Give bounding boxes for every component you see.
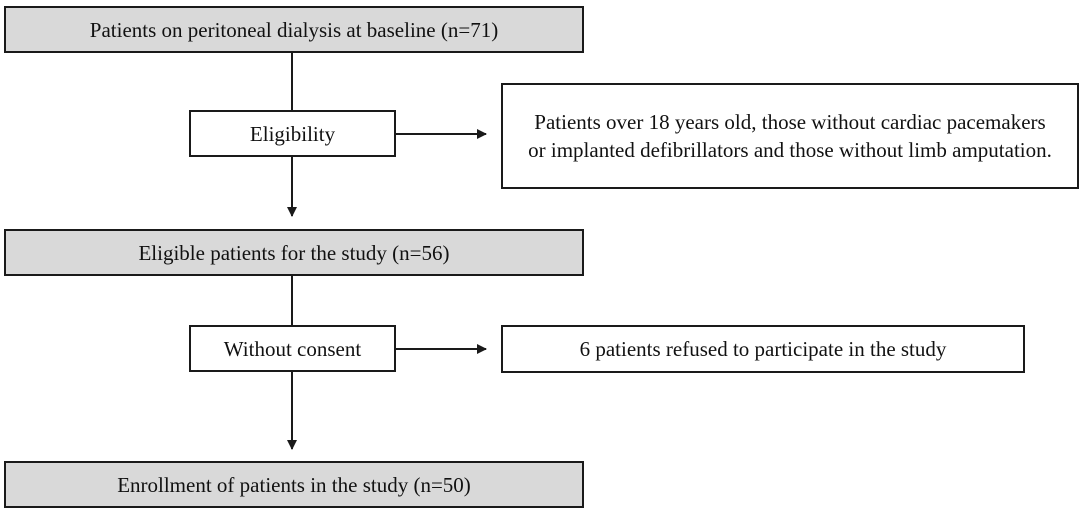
baseline-text: Patients on peritoneal dialysis at basel… (89, 17, 499, 42)
eligibility-criteria-box: Patients over 18 years old, those withou… (501, 83, 1079, 189)
without-consent-box: Without consent (189, 325, 396, 372)
eligibility-box: Eligibility (189, 110, 396, 157)
enrollment-text: Enrollment of patients in the study (n=5… (117, 472, 471, 497)
eligibility-criteria-text: Patients over 18 years old, those withou… (528, 110, 1052, 162)
eligible-patients-text: Eligible patients for the study (n=56) (138, 240, 450, 265)
eligibility-text: Eligibility (249, 121, 336, 146)
eligible-patients-box: Eligible patients for the study (n=56) (4, 229, 584, 276)
enrollment-box: Enrollment of patients in the study (n=5… (4, 461, 584, 508)
refused-patients-text: 6 patients refused to participate in the… (579, 337, 947, 361)
baseline-box: Patients on peritoneal dialysis at basel… (4, 6, 584, 53)
without-consent-text: Without consent (223, 336, 362, 361)
refused-patients-box: 6 patients refused to participate in the… (501, 325, 1025, 373)
